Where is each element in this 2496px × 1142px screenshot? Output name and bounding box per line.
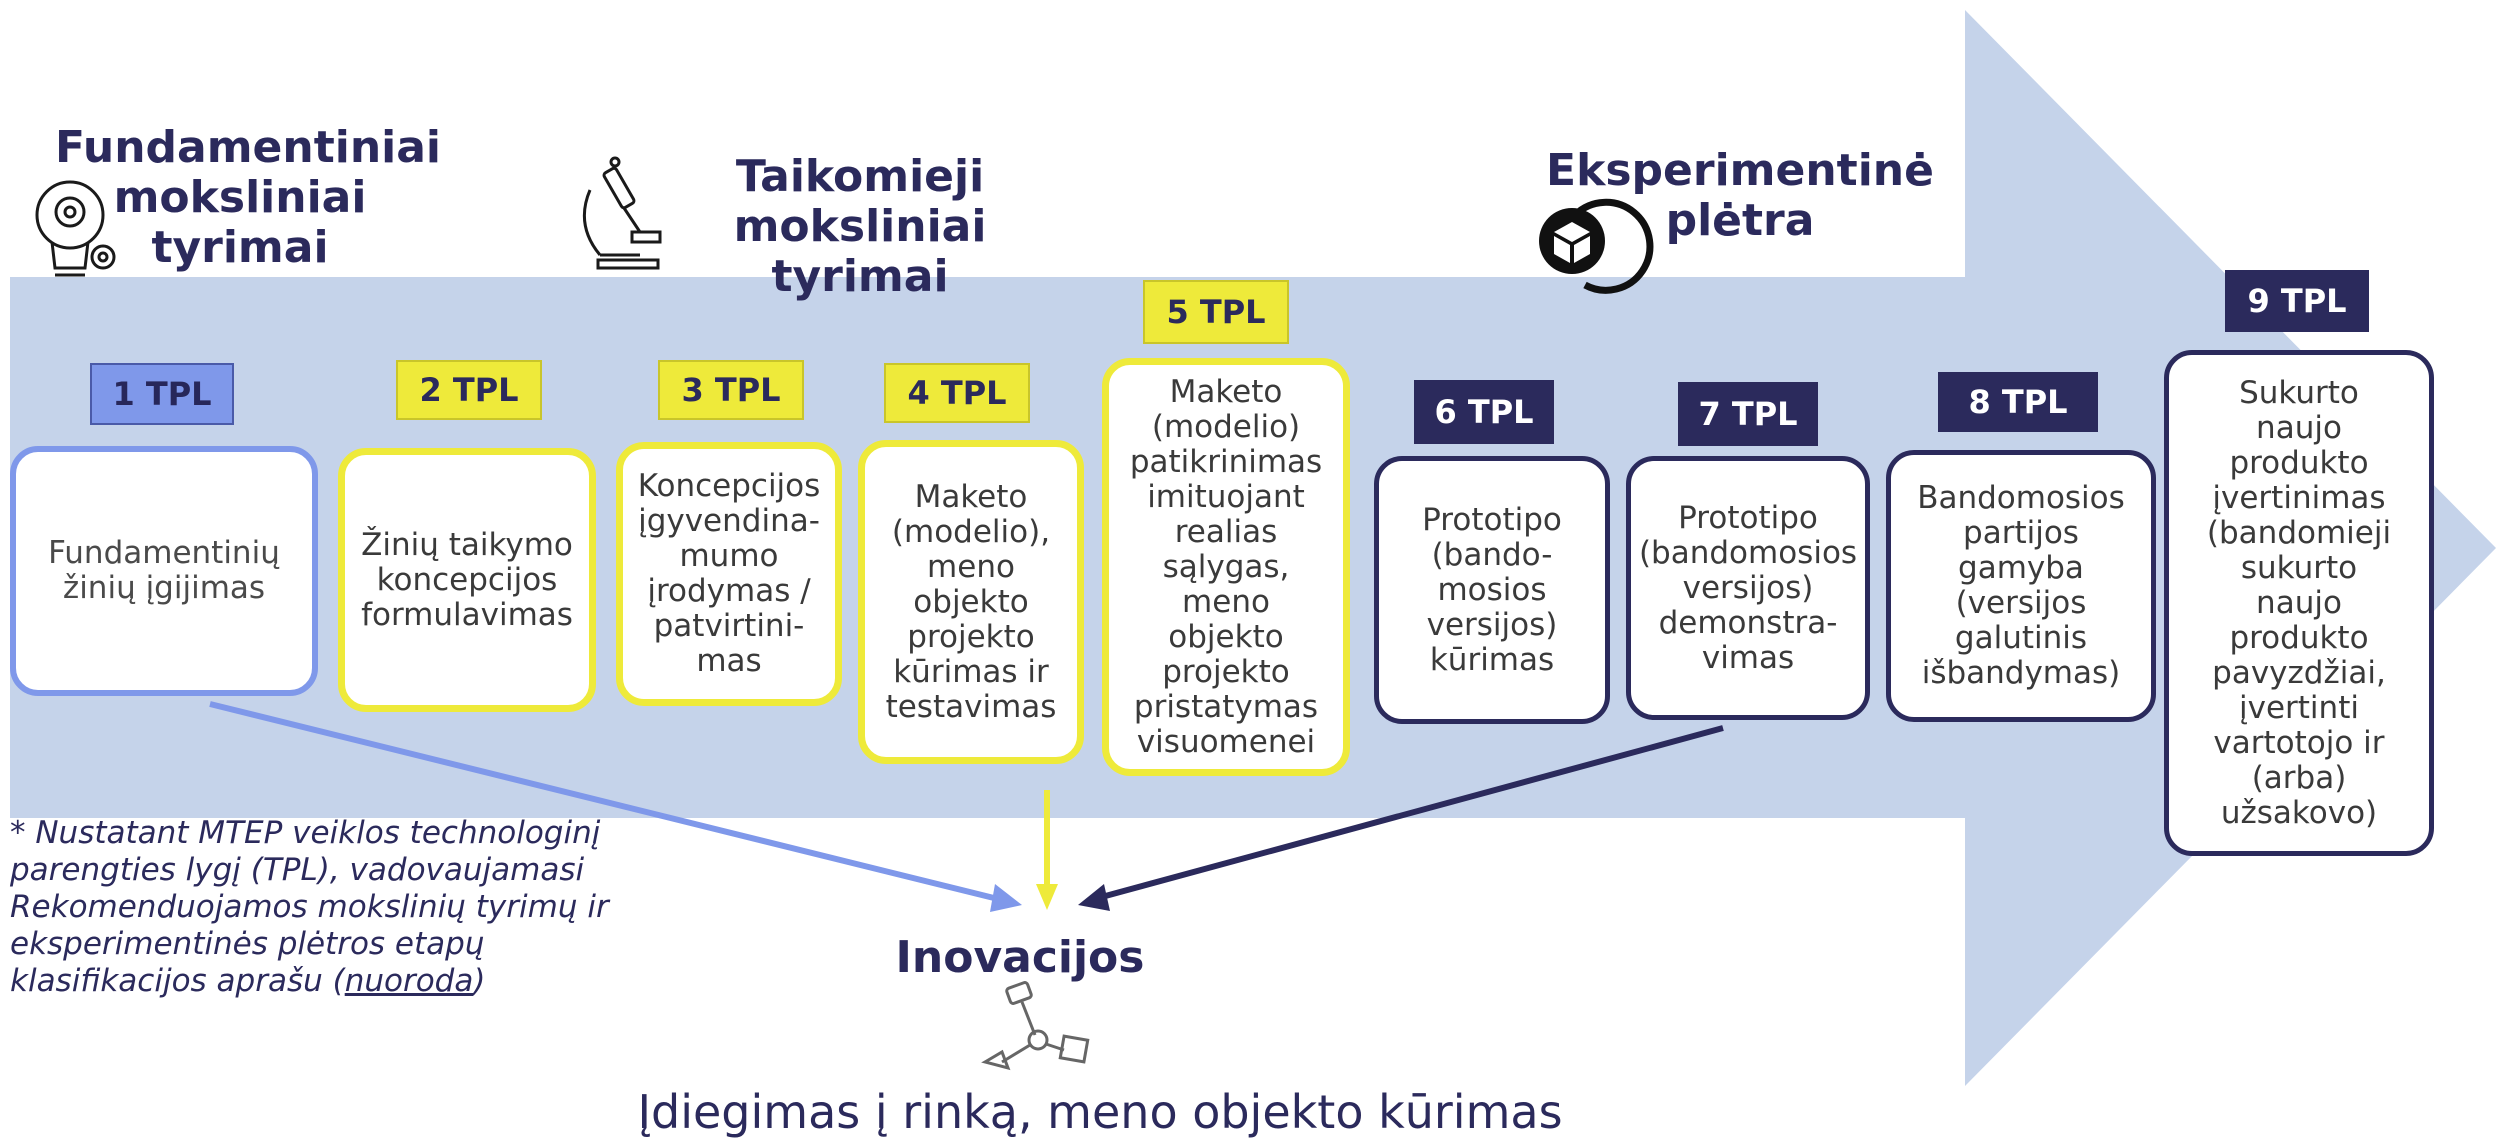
tpl-box-9-text: Sukurto naujo produkto įvertinimas (band… (2206, 374, 2392, 831)
tpl-tag-5: 5 TPL (1143, 280, 1289, 344)
tpl-box-1-text: Fundamentinių žinių įgijimas (48, 535, 280, 606)
cube-icon (1539, 198, 1654, 294)
tpl-box-3-text: Koncepcijos įgyvendina- mumo įrodymas / … (637, 468, 821, 679)
tpl-tag-3: 3 TPL (658, 360, 804, 420)
footnote-end: ) (473, 963, 486, 999)
tpl-box-1: Fundamentinių žinių įgijimas (10, 446, 318, 696)
market-introduction-text: Įdiegimas į rinką, meno objekto kūrimas (637, 1085, 1563, 1139)
tpl-box-5-text: Maketo (modelio) patikrinimas imituojant… (1129, 373, 1323, 760)
connector-arrowhead-fundamental (990, 884, 1022, 912)
tpl-box-8-text: Bandomosios partijos gamyba (versijos ga… (1917, 480, 2125, 691)
tpl-tag-2: 2 TPL (396, 360, 542, 420)
tpl-tag-9: 9 TPL (2225, 270, 2369, 332)
phase-title-experimental: Eksperimentinė plėtra (1546, 145, 1934, 246)
tpl-tag-7: 7 TPL (1678, 382, 1818, 446)
tpl-box-2: Žinių taikymo koncepcijos formulavimas (338, 448, 596, 712)
connector-arrow-fundamental (209, 701, 1003, 903)
tpl-tag-1: 1 TPL (90, 363, 234, 425)
microscope-icon (582, 156, 662, 270)
footnote: * Nustatant MTEP veiklos technologinį pa… (10, 815, 660, 1000)
connector-arrowhead-experimental (1078, 884, 1110, 911)
tpl-tag-4: 4 TPL (884, 363, 1030, 423)
innovations-title: Inovacijos (895, 932, 1145, 983)
tpl-tag-8: 8 TPL (1938, 372, 2098, 432)
tpl-box-5: Maketo (modelio) patikrinimas imituojant… (1102, 358, 1350, 776)
tpl-box-4-text: Maketo (modelio), meno objekto projekto … (885, 478, 1057, 725)
phase-title-fundamental: Fundamentiniai moksliniai tyrimai (55, 122, 442, 273)
phase-title-applied: Taikomieji moksliniai tyrimai (733, 151, 987, 302)
tpl-box-6-text: Prototipo (bando- mosios versijos) kūrim… (1422, 501, 1562, 678)
lightbulb-gears-icon (35, 180, 116, 277)
tpl-box-3: Koncepcijos įgyvendina- mumo įrodymas / … (616, 442, 842, 706)
connector-arrowhead-applied (1036, 884, 1058, 910)
tpl-box-7: Prototipo (bandomosios versijos) demonst… (1626, 456, 1870, 720)
tpl-box-2-text: Žinių taikymo koncepcijos formulavimas (361, 526, 573, 633)
tpl-box-7-text: Prototipo (bandomosios versijos) demonst… (1638, 499, 1858, 676)
tpl-box-4: Maketo (modelio), meno objekto projekto … (858, 440, 1084, 764)
tpl-box-8: Bandomosios partijos gamyba (versijos ga… (1886, 450, 2156, 722)
tpl-tag-6: 6 TPL (1414, 380, 1554, 444)
footnote-link[interactable]: nuoroda (344, 963, 474, 999)
footnote-text: * Nustatant MTEP veiklos technologinį pa… (10, 815, 609, 999)
connector-arrow-experimental (1097, 725, 1724, 901)
tpl-box-6: Prototipo (bando- mosios versijos) kūrim… (1374, 456, 1610, 724)
robot-arm-icon (981, 981, 1090, 1071)
tpl-box-9: Sukurto naujo produkto įvertinimas (band… (2164, 350, 2434, 856)
